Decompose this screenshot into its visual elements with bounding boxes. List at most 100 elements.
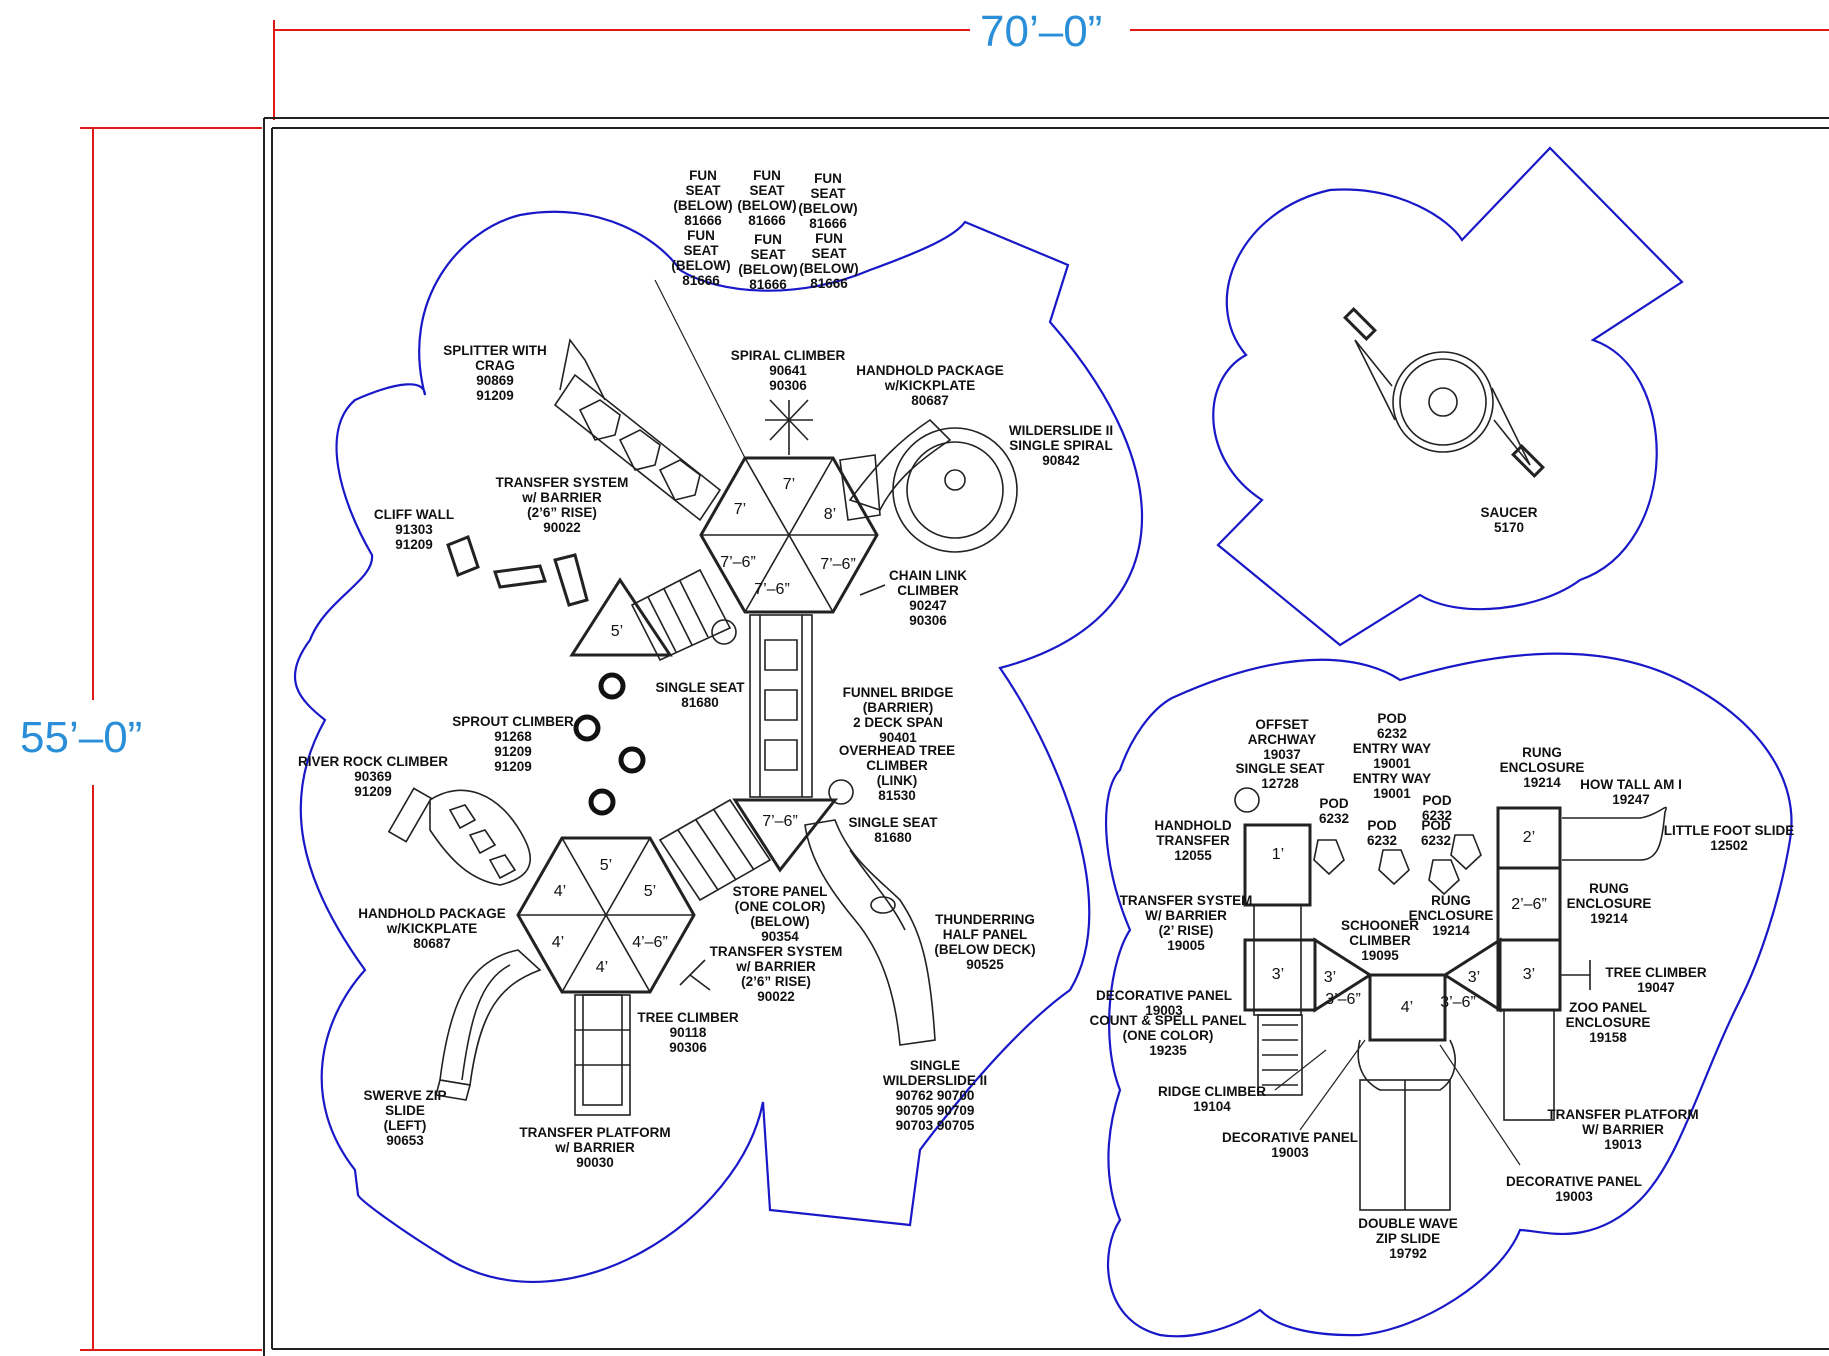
wilderslide-spiral (839, 418, 1018, 553)
equipment-label-line: 80687 (911, 393, 949, 408)
equipment-label-line: FUN (754, 232, 782, 247)
equipment-label-line: 91209 (494, 759, 532, 774)
deck-height: 4’ (1401, 999, 1413, 1016)
equipment-label-line: 19158 (1589, 1030, 1627, 1045)
equipment-label-line: w/ BARRIER (521, 490, 602, 505)
splitter-crag (553, 338, 722, 522)
equipment-label-line: (2’6” RISE) (741, 974, 811, 989)
equipment-label-line: 90369 (354, 769, 392, 784)
equipment-label-line: SCHOONER (1341, 918, 1419, 933)
deck-height: 4’ (554, 883, 566, 900)
equipment-label-line: 90525 (966, 957, 1004, 972)
equipment-label-line: POD (1377, 711, 1407, 726)
deck-height: 3’ (1523, 966, 1535, 983)
saucer-swing (1343, 307, 1545, 478)
equipment-label-line: 90306 (669, 1040, 707, 1055)
deck-height: 8’ (824, 506, 836, 523)
leader-line (1274, 1049, 1327, 1091)
equipment-label-line: ENCLOSURE (1566, 1015, 1651, 1030)
equipment-label-line: 81680 (874, 830, 912, 845)
equipment-label-line: 19214 (1590, 911, 1628, 926)
equipment-label-line: HALF PANEL (943, 927, 1028, 942)
deck-height: 3’–6” (1440, 994, 1476, 1011)
equipment-label-line: RUNG (1589, 881, 1629, 896)
equipment-label-line: 19001 (1373, 756, 1411, 771)
equipment-label-line: 90705 90709 (896, 1103, 975, 1118)
equipment-label-line: 81666 (682, 273, 720, 288)
equipment-label-line: CRAG (475, 358, 515, 373)
hex-deck-1: 7’ 8’ 7’–6” 7’–6” 7’–6” 7’ (699, 456, 879, 614)
equipment-label-line: W/ BARRIER (1582, 1122, 1664, 1137)
equipment-label-line: SINGLE SPIRAL (1009, 438, 1113, 453)
equipment-label-line: 90869 (476, 373, 514, 388)
equipment-label-line: HOW TALL AM I (1580, 777, 1682, 792)
deck-height: 3’ (1272, 966, 1284, 983)
equipment-label-line: POD (1367, 818, 1397, 833)
height-dimension: 55’–0” (20, 127, 262, 1351)
equipment-label-line: (LINK) (877, 773, 918, 788)
equipment-label-line: FUN (814, 171, 842, 186)
equipment-label-line: DOUBLE WAVE (1358, 1216, 1458, 1231)
equipment-label-line: STORE PANEL (733, 884, 828, 899)
river-rock-climber (387, 787, 531, 886)
deck-height: 7’ (783, 476, 795, 493)
equipment-label-line: (BELOW) (671, 258, 730, 273)
leader-line (1439, 1044, 1521, 1166)
equipment-label-line: CLIMBER (1349, 933, 1411, 948)
transfer-steps-top (630, 568, 732, 662)
single-wilderslide (804, 819, 936, 1046)
equipment-label-line: 91209 (494, 744, 532, 759)
tree-climber-1 (679, 584, 886, 991)
equipment-label-line: TRANSFER PLATFORM (519, 1125, 670, 1140)
equipment-label-line: FUN (687, 228, 715, 243)
equipment-label-line: 6232 (1367, 833, 1397, 848)
hex-deck-2: 5’ 5’ 4’–6” 4’ 4’ 4’ (516, 836, 696, 994)
equipment-label-line: 19003 (1555, 1189, 1593, 1204)
equipment-label-line: 90641 (769, 363, 807, 378)
equipment-label-line: ENTRY WAY (1353, 771, 1431, 786)
equipment-label-line: 90306 (769, 378, 807, 393)
equipment-label-line: CHAIN LINK (889, 568, 967, 583)
equipment-label-line: 81680 (681, 695, 719, 710)
equipment-label-line: 19047 (1637, 980, 1675, 995)
equipment-label-line: TRANSFER (1156, 833, 1230, 848)
width-dimension-label: 70’–0” (980, 7, 1102, 56)
equipment-label-line: WILDERSLIDE II (1009, 423, 1113, 438)
equipment-label-line: SEAT (749, 183, 785, 198)
equipment-label-line: 19003 (1271, 1145, 1309, 1160)
funnel-bridge (749, 614, 813, 798)
equipment-label-line: POD (1422, 793, 1452, 808)
deck-height: 7’–6” (762, 813, 798, 830)
deck-height: 7’–6” (820, 556, 856, 573)
site-boundary (263, 117, 1829, 1356)
equipment-label-line: w/ BARRIER (735, 959, 816, 974)
equipment-label-line: 90306 (909, 613, 947, 628)
equipment-label-line: 80687 (413, 936, 451, 951)
deck-height: 7’ (734, 501, 746, 518)
equipment-label-line: 6232 (1377, 726, 1407, 741)
equipment-label-line: 91268 (494, 729, 532, 744)
equipment-label-line: (2’ RISE) (1159, 923, 1214, 938)
equipment-label-line: CLIMBER (866, 758, 928, 773)
equipment-label-line: SEAT (750, 247, 786, 262)
equipment-label-line: SPLITTER WITH (443, 343, 547, 358)
